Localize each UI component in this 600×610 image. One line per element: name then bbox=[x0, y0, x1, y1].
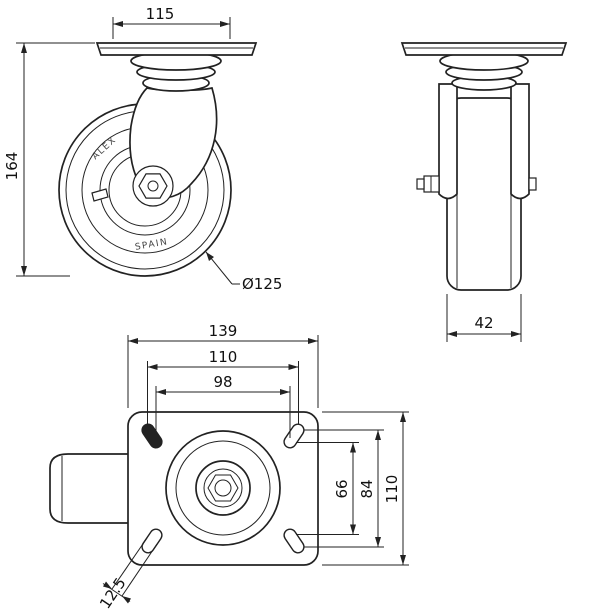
top-view: 139 110 98 66 bbox=[49, 322, 409, 610]
axle-bolt-tip bbox=[416, 178, 425, 190]
dim-label-diameter-125: Ø125 bbox=[242, 275, 282, 293]
arrow-right-icon bbox=[308, 338, 318, 344]
arrow-right-icon bbox=[288, 364, 299, 370]
dim-label-66: 66 bbox=[333, 479, 351, 498]
arrow-up-icon bbox=[400, 412, 406, 422]
dim-label-110-horizontal: 110 bbox=[209, 348, 238, 366]
arrow-right-icon bbox=[280, 389, 290, 395]
leader-arrow-icon bbox=[206, 252, 214, 261]
dimension-plate-length: 139 bbox=[127, 322, 319, 408]
arrow-down-icon bbox=[375, 537, 381, 547]
top-plate-front bbox=[95, 42, 258, 56]
dimension-bolt-spacing-vert-wide: 84 bbox=[304, 429, 384, 548]
fork-leg-left bbox=[438, 83, 458, 200]
axle-center bbox=[147, 180, 159, 192]
front-view: ALEX SPAIN 115 16 bbox=[3, 5, 282, 293]
dimension-overall-height: 164 bbox=[3, 42, 95, 277]
raceway-outer-circle bbox=[165, 430, 281, 546]
wheel-top-profile bbox=[49, 453, 132, 524]
arrow-up-icon bbox=[375, 430, 381, 440]
arrow-left-icon bbox=[113, 21, 123, 27]
top-plate-side bbox=[400, 42, 568, 56]
arrow-down-icon bbox=[400, 555, 406, 565]
arrow-down-icon bbox=[350, 524, 356, 535]
wheel-brand-text: ALEX bbox=[91, 135, 119, 162]
dimension-bolt-spacing-wide: 110 bbox=[147, 348, 299, 424]
arrow-left-icon bbox=[447, 331, 457, 337]
dim-label-139: 139 bbox=[209, 322, 238, 340]
axle-nut-right bbox=[528, 177, 537, 191]
dimension-plate-width-vertical: 110 bbox=[322, 411, 409, 566]
side-view: 42 bbox=[400, 42, 568, 342]
arrow-down-icon bbox=[21, 266, 27, 276]
dim-label-164: 164 bbox=[3, 152, 21, 181]
wheel-side-profile bbox=[446, 97, 522, 291]
kingpin-washer-circle bbox=[203, 468, 243, 508]
arrow-right-icon bbox=[511, 331, 521, 337]
dimension-wheel-width: 42 bbox=[446, 294, 522, 342]
grease-fitting bbox=[91, 188, 109, 202]
bolt-slot-top-right bbox=[283, 423, 305, 449]
arrow-in-icon bbox=[103, 581, 112, 589]
bolt-slot-top-left bbox=[141, 423, 163, 449]
dim-label-110-vertical: 110 bbox=[383, 475, 401, 504]
dimension-wheel-diameter: Ø125 bbox=[205, 251, 282, 293]
mounting-plate bbox=[127, 411, 319, 566]
raceway-inner-circle bbox=[175, 440, 271, 536]
bolt-slot-bottom-right bbox=[283, 528, 305, 554]
dimension-bolt-spacing-narrow: 98 bbox=[155, 373, 291, 438]
dimension-plate-width: 115 bbox=[112, 5, 231, 39]
arrow-out-icon bbox=[122, 596, 131, 604]
axle-hex-nut bbox=[138, 173, 168, 199]
kingpin-hex-nut bbox=[207, 474, 239, 502]
arrow-left-icon bbox=[156, 389, 166, 395]
dim-label-84: 84 bbox=[358, 479, 376, 498]
dim-label-115: 115 bbox=[146, 5, 175, 23]
arrow-right-icon bbox=[220, 21, 230, 27]
dimension-bolt-spacing-vert-narrow: 66 bbox=[296, 442, 359, 535]
kingpin-center bbox=[214, 479, 232, 497]
fork-leg-right bbox=[510, 83, 530, 200]
kingpin-boss-circle bbox=[195, 460, 251, 516]
arrow-left-icon bbox=[128, 338, 138, 344]
arrow-up-icon bbox=[21, 43, 27, 53]
dim-label-42: 42 bbox=[474, 314, 493, 332]
arrow-left-icon bbox=[147, 364, 158, 370]
arrow-up-icon bbox=[350, 442, 356, 453]
dim-label-98: 98 bbox=[213, 373, 232, 391]
